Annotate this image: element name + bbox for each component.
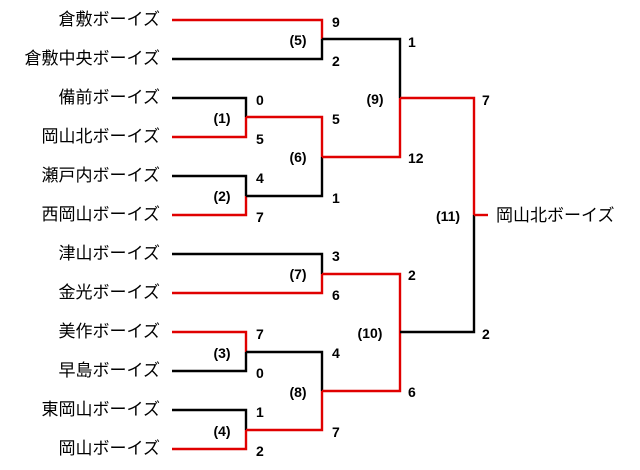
bracket-line <box>172 96 248 117</box>
bracket-line <box>246 115 324 157</box>
bracket-line <box>172 252 324 274</box>
champion-name: 岡山北ボーイズ <box>496 206 615 226</box>
bracket-line <box>172 352 248 373</box>
team-name: 西岡山ボーイズ <box>42 205 161 225</box>
score: 6 <box>332 287 340 303</box>
score: 12 <box>408 150 424 166</box>
score: 2 <box>408 267 416 283</box>
bracket-line <box>172 39 324 61</box>
bracket-line <box>172 174 248 196</box>
bracket-line <box>322 332 402 393</box>
match-label: (10) <box>358 325 383 341</box>
bracket-line <box>246 350 324 391</box>
score: 1 <box>256 404 264 420</box>
bracket-line <box>172 196 248 217</box>
team-name: 金光ボーイズ <box>59 283 161 303</box>
bracket-line <box>322 37 402 98</box>
score: 0 <box>256 92 264 108</box>
bracket-line <box>322 98 402 159</box>
match-label: (7) <box>289 266 306 282</box>
match-label: (1) <box>213 110 230 126</box>
match-label: (9) <box>366 91 383 107</box>
team-name: 東岡山ボーイズ <box>42 400 161 420</box>
bracket-line <box>172 18 324 39</box>
match-label: (4) <box>213 423 230 439</box>
bracket-line <box>172 117 248 139</box>
score: 4 <box>256 170 264 186</box>
score: 9 <box>332 14 340 30</box>
team-name: 津山ボーイズ <box>59 244 161 264</box>
score: 1 <box>332 190 340 206</box>
bracket-line <box>246 157 324 198</box>
bracket-line <box>400 96 476 215</box>
score: 7 <box>256 326 264 342</box>
team-name: 倉敷ボーイズ <box>59 10 161 30</box>
team-name: 美作ボーイズ <box>59 322 161 342</box>
score: 4 <box>332 345 340 361</box>
team-name: 備前ボーイズ <box>59 88 161 108</box>
bracket-line <box>172 330 248 352</box>
bracket-line <box>172 274 324 295</box>
match-label: (6) <box>289 149 306 165</box>
score: 7 <box>482 92 490 108</box>
score: 7 <box>332 424 340 440</box>
bracket-line <box>322 272 402 332</box>
match-label: (2) <box>213 188 230 204</box>
match-label: (11) <box>436 208 460 224</box>
score: 7 <box>256 209 264 225</box>
team-name: 瀬戸内ボーイズ <box>42 166 161 186</box>
score: 1 <box>408 34 416 50</box>
score: 6 <box>408 384 416 400</box>
score: 2 <box>256 443 264 459</box>
match-label: (5) <box>289 32 306 48</box>
score: 5 <box>332 111 340 127</box>
team-name: 倉敷中央ボーイズ <box>25 49 161 69</box>
score: 2 <box>482 326 490 342</box>
bracket-line <box>400 215 476 334</box>
score: 3 <box>332 248 340 264</box>
bracket-line <box>172 408 248 430</box>
team-name: 岡山北ボーイズ <box>42 127 161 147</box>
bracket-line <box>246 391 324 432</box>
score: 5 <box>256 131 264 147</box>
bracket-line <box>172 430 248 451</box>
match-label: (3) <box>213 345 230 361</box>
score: 0 <box>256 365 264 381</box>
score: 2 <box>332 53 340 69</box>
team-name: 早島ボーイズ <box>59 361 161 381</box>
match-label: (8) <box>289 384 306 400</box>
team-name: 岡山ボーイズ <box>59 439 161 459</box>
